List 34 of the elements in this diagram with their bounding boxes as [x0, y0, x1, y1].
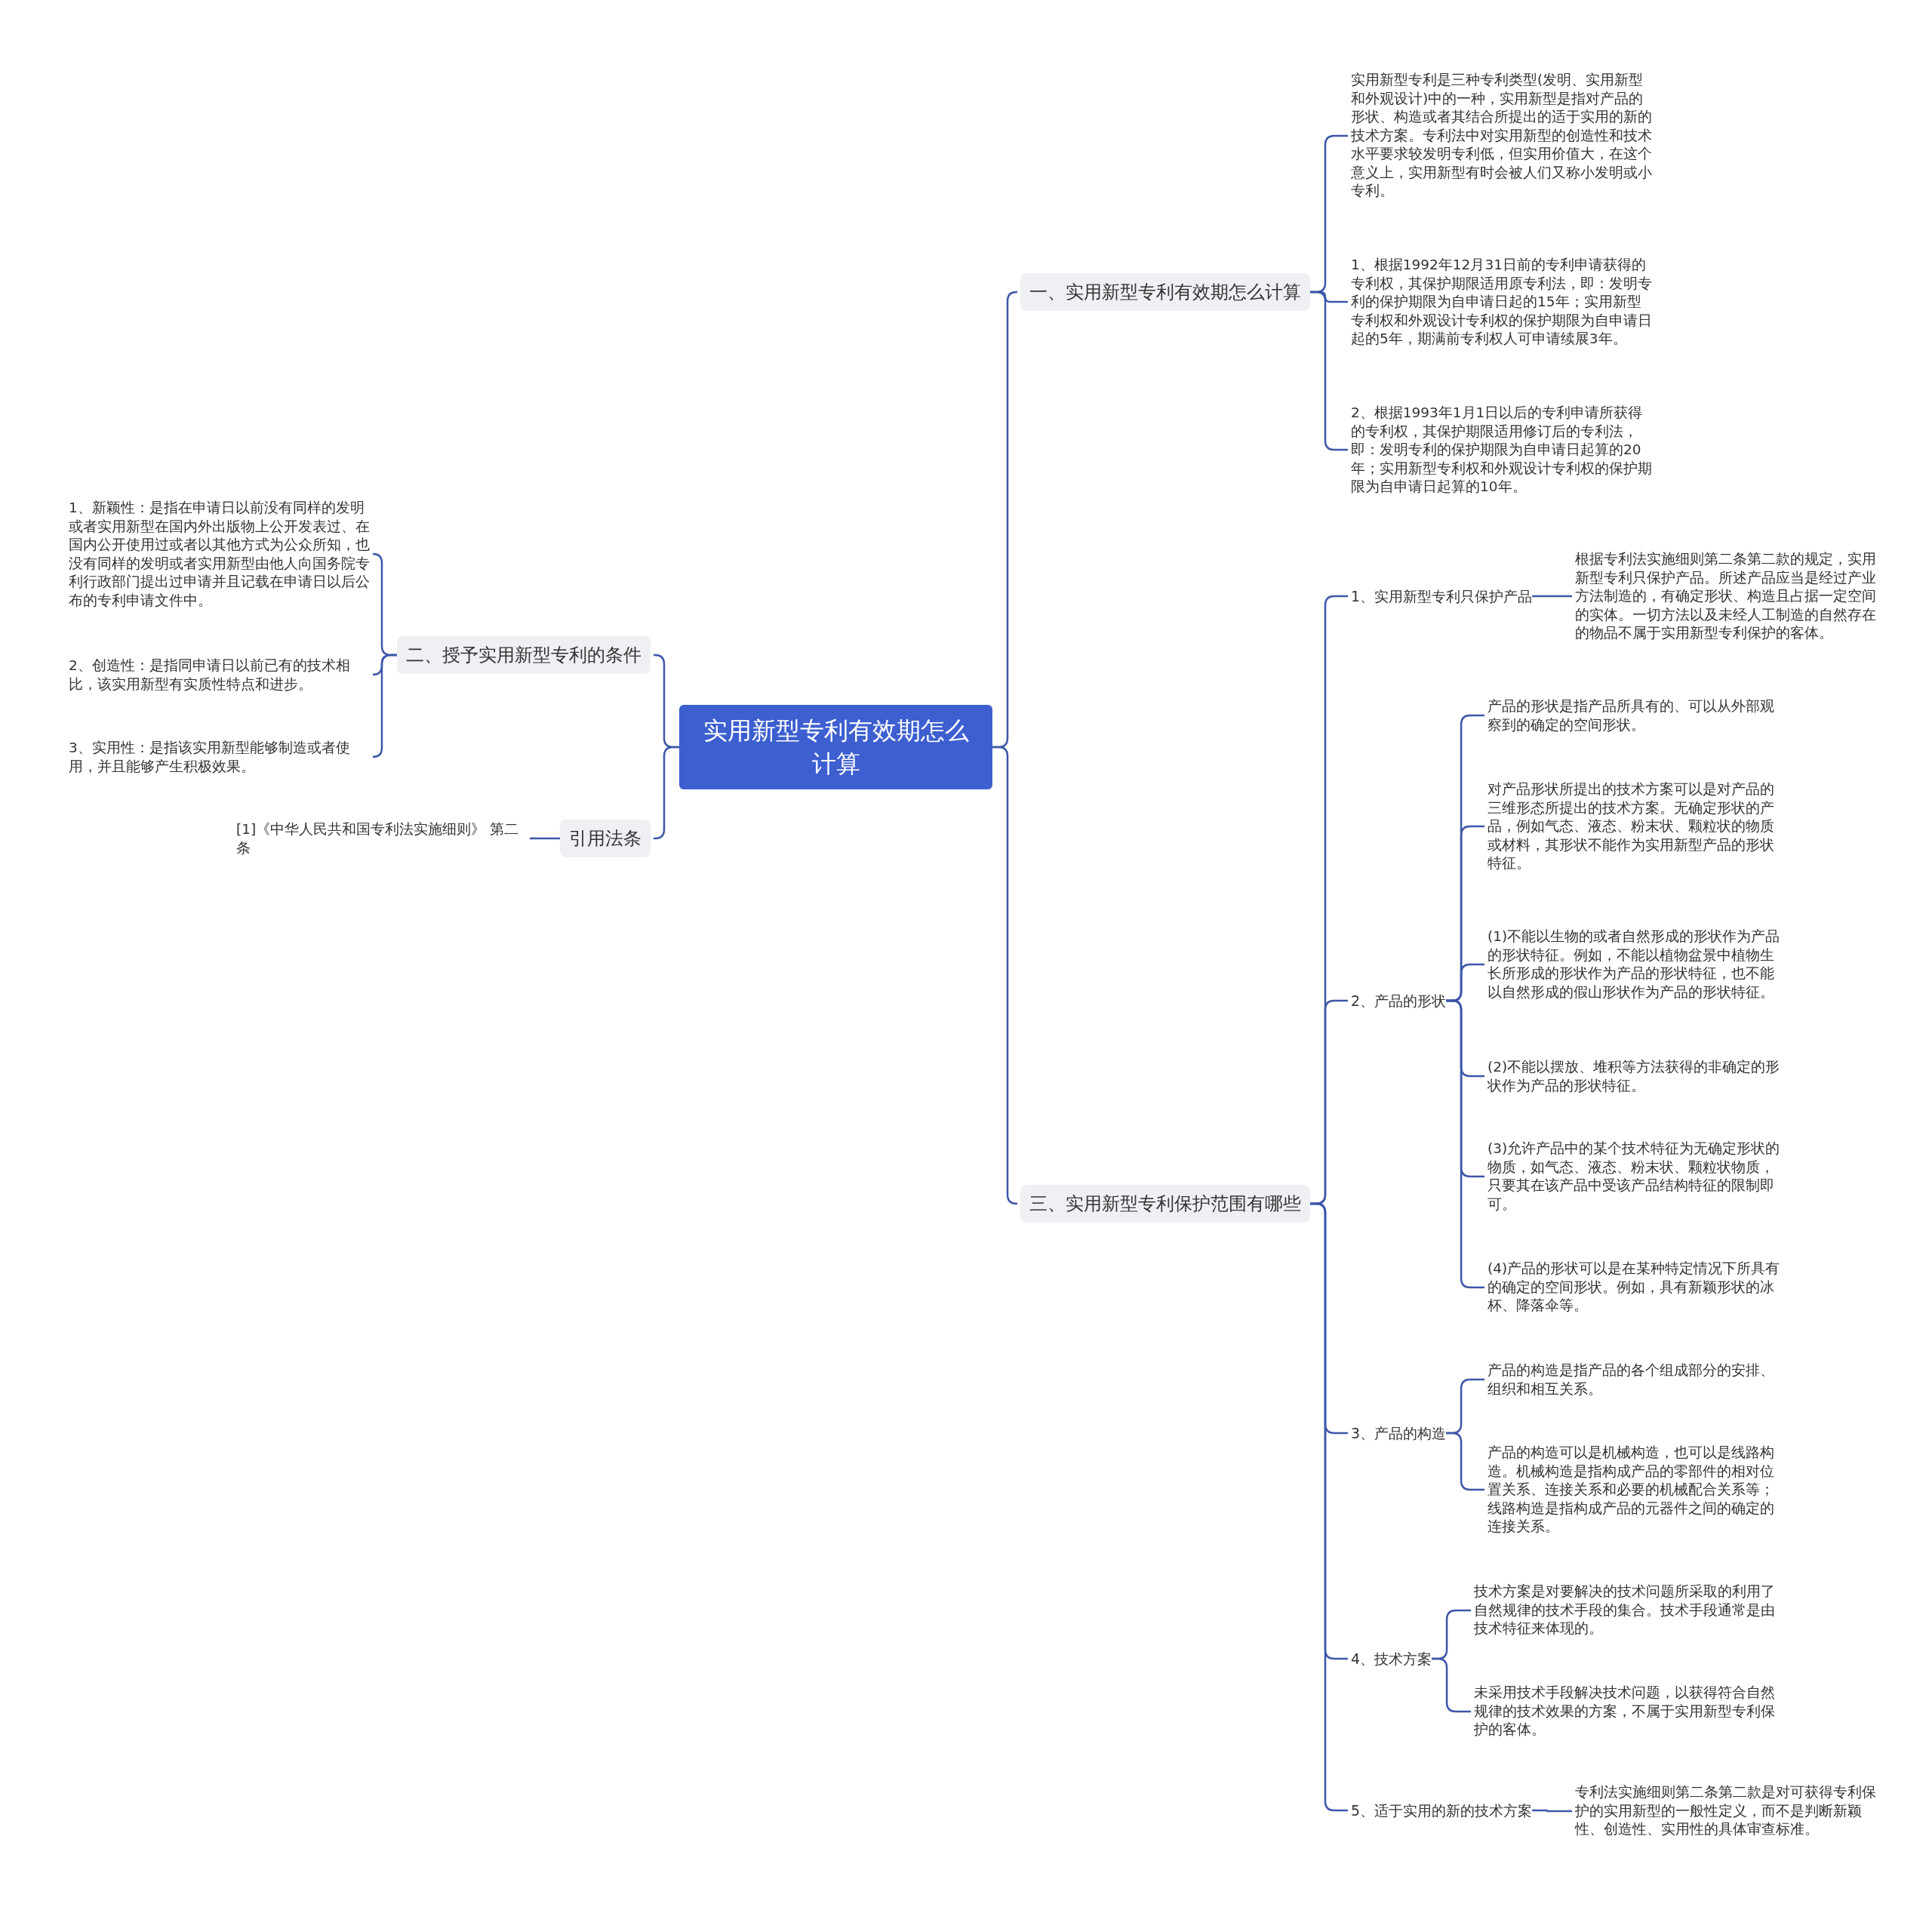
note-text: 2、根据1993年1月1日以后的专利申请所获得的专利权，其保护期限适用修订后的专利法，即：发明专利的保护期限为自申请日起算的20年；实用新型专利权和外观设计专利权的保护期限为自申请日起算的10年。 [1351, 403, 1653, 497]
note-text: 技术方案是对要解决的技术问题所采取的利用了自然规律的技术手段的集合。技术手段通常是由技术特征来体现的。 [1474, 1583, 1776, 1638]
note-text: 3、实用性：是指该实用新型能够制造或者使用，并且能够产生积极效果。 [69, 738, 371, 776]
topic-box: 二、授予实用新型专利的条件 [397, 636, 651, 674]
note-text: (3)允许产品中的某个技术特征为无确定形状的物质，如气态、液态、粉末状、颗粒状物质，只要其在该产品中受该产品结构特征的限制即可。 [1487, 1140, 1786, 1213]
note-text: (4)产品的形状可以是在某种特定情况下所具有的确定的空间形状。例如，具有新颖形状的冰杯、降落伞等。 [1487, 1260, 1786, 1315]
topic-box: 三、实用新型专利保护范围有哪些 [1020, 1185, 1310, 1223]
root-topic-box: 实用新型专利有效期怎么计算 [679, 705, 992, 789]
connector-line [1532, 1809, 1572, 1813]
connector-line [371, 654, 397, 758]
note-text: 产品的构造是指产品的各个组成部分的安排、组织和相互关系。 [1487, 1361, 1786, 1398]
note-text: 2、创造性：是指同申请日以前已有的技术相比，该实用新型有实质性特点和进步。 [69, 656, 371, 694]
topic-box: 一、实用新型专利有效期怎么计算 [1020, 273, 1310, 311]
note-text: 专利法实施细则第二条第二款是对可获得专利保护的实用新型的一般性定义，而不是判断新颖性、创造性、实用性的具体审查标准。 [1575, 1783, 1877, 1839]
note-text: 实用新型专利是三种专利类型(发明、实用新型和外观设计)中的一种，实用新型是指对产品的形状、构造或者其结合所提出的适于实用的新的技术方案。专利法中对实用新型的创造性和技术水平要求较发明专利低，但实用价值大，在这个意义上，实用新型有时会被人们又称小发明或小专利。 [1351, 71, 1653, 201]
connector-line [992, 746, 1018, 1205]
connector-line [1532, 595, 1572, 598]
note-text: 1、新颖性：是指在申请日以前没有同样的发明或者实用新型在国内外出版物上公开发表过、在国内公开使用过或者以其他方式为公众所知，也没有同样的发明或者实用新型由他人向国务院专利行政部门提出过申请并且记载在申请日以后公布的专利申请文件中。 [69, 498, 371, 610]
note-text: (2)不能以摆放、堆积等方法获得的非确定的形状作为产品的形状特征。 [1487, 1057, 1786, 1095]
subtopic-label: 1、实用新型专利只保护产品 [1351, 586, 1533, 606]
note-text: [1]《中华人民共和国专利法实施细则》 第二条 [236, 820, 527, 857]
subtopic-label: 3、产品的构造 [1351, 1423, 1447, 1443]
note-text: 对产品形状所提出的技术方案可以是对产品的三维形态所提出的技术方案。无确定形状的产品，例如气态、液态、粉末状、颗粒状的物质或材料，其形状不能作为实用新型产品的形状特征。 [1487, 780, 1786, 873]
note-text: 产品的构造可以是机械构造，也可以是线路构造。机械构造是指构成产品的零部件的相对位置关系、连接关系和必要的机械配合关系等；线路构造是指构成产品的元器件之间的确定的连接关系。 [1487, 1443, 1786, 1536]
connector-line [530, 837, 560, 840]
subtopic-label: 4、技术方案 [1351, 1649, 1432, 1669]
note-text: 产品的形状是指产品所具有的、可以从外部观察到的确定的空间形状。 [1487, 697, 1786, 734]
note-text: 1、根据1992年12月31日前的专利申请获得的专利权，其保护期限适用原专利法，即：发明专利的保护期限为自申请日起的15年；实用新型专利权和外观设计专利权的保护期限为自申请日起的5年，期满前专利权人可申请续展3年。 [1351, 255, 1653, 349]
subtopic-label: 2、产品的形状 [1351, 991, 1447, 1010]
note-text: (1)不能以生物的或者自然形成的形状作为产品的形状特征。例如，不能以植物盆景中植物生长所形成的形状作为产品的形状特征，也不能以自然形成的假山形状作为产品的形状特征。 [1487, 927, 1786, 1001]
topic-box: 引用法条 [560, 820, 651, 857]
note-text: 未采用技术手段解决技术问题，以获得符合自然规律的技术效果的方案，不属于实用新型专利保护的客体。 [1474, 1684, 1776, 1739]
note-text: 根据专利法实施细则第二条第二款的规定，实用新型专利只保护产品。所述产品应当是经过产业方法制造的，有确定形状、构造且占据一定空间的实体。一切方法以及未经人工制造的自然存在的物品不属于实用新型专利保护的客体。 [1575, 549, 1877, 643]
subtopic-label: 5、适于实用的新的技术方案 [1351, 1801, 1533, 1820]
